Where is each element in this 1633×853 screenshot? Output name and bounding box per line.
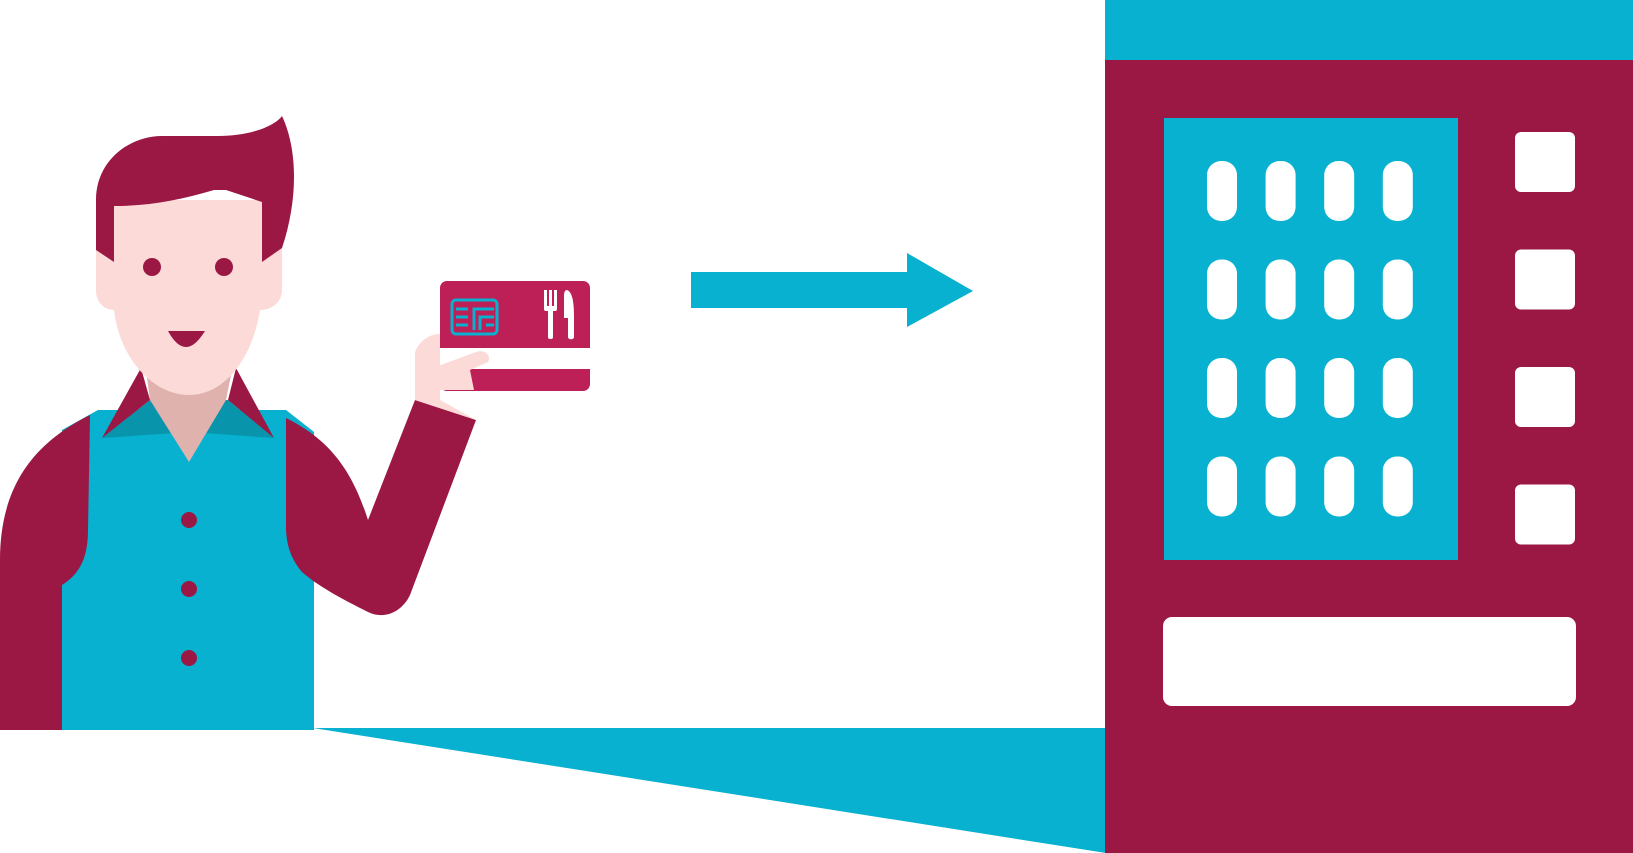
vending-button — [1515, 367, 1575, 427]
fingers — [438, 351, 490, 390]
vending-machine-top — [1105, 0, 1633, 62]
vest — [60, 410, 314, 730]
vest-button — [181, 581, 197, 597]
product-slot — [1324, 456, 1355, 517]
person-figure — [0, 116, 476, 730]
vending-button — [1515, 132, 1575, 192]
vending-button — [1515, 484, 1575, 545]
knife-icon — [564, 290, 574, 340]
dispense-tray — [1163, 617, 1576, 706]
product-slot — [1265, 358, 1296, 418]
product-slot — [1382, 161, 1413, 221]
vest-button — [181, 650, 197, 666]
hand — [415, 334, 476, 420]
collar-left — [102, 368, 150, 438]
floor-band — [313, 728, 1106, 853]
product-slot — [1265, 259, 1296, 320]
card-chip-icon — [450, 298, 499, 336]
product-slot — [1382, 456, 1413, 517]
left-eye — [143, 258, 161, 276]
product-slot — [1207, 161, 1237, 221]
product-slot — [1265, 456, 1296, 517]
hair — [96, 116, 294, 262]
meal-card-icon — [438, 281, 590, 391]
collar-right — [228, 368, 274, 438]
product-slot — [1265, 161, 1296, 221]
fork-icon — [544, 290, 557, 339]
face — [96, 200, 282, 395]
right-eye — [215, 258, 233, 276]
mouth — [168, 331, 205, 347]
product-slot — [1207, 259, 1237, 320]
product-slot — [1382, 259, 1413, 320]
vending-button — [1515, 249, 1575, 310]
left-sleeve — [0, 415, 90, 730]
right-arm — [286, 400, 476, 616]
arrow-right-icon — [691, 253, 973, 327]
product-slot — [1324, 358, 1355, 418]
side-buttons — [1515, 132, 1575, 545]
vest-button — [181, 512, 197, 528]
product-slot — [1207, 358, 1237, 418]
product-slot — [1324, 259, 1355, 320]
product-slot — [1324, 161, 1355, 221]
neck — [146, 370, 232, 462]
vending-machine-icon — [1105, 0, 1633, 853]
product-slot — [1207, 456, 1237, 517]
product-slots — [1207, 161, 1413, 517]
product-slot — [1382, 358, 1413, 418]
